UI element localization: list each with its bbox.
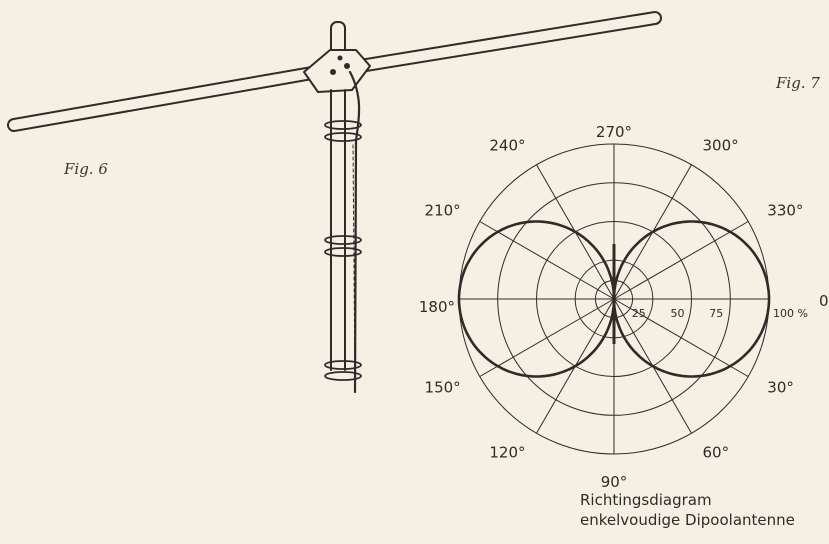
polar-spoke <box>479 221 615 300</box>
mast <box>330 89 346 371</box>
angle-label-30: 30° <box>767 379 794 397</box>
polar-spoke <box>613 298 749 377</box>
caption-line-1: Richtingsdiagram <box>580 491 712 509</box>
angle-label-90: 90° <box>601 473 628 491</box>
angle-label-300: 300° <box>703 137 739 155</box>
pattern-lobe-right <box>612 220 771 378</box>
angle-label-180: 180° <box>419 298 455 316</box>
diagram-caption: Richtingsdiagram enkelvoudige Dipoolante… <box>580 490 795 530</box>
radial-label-1: 50 <box>671 307 685 320</box>
radial-labels: 25 50 75 100 % <box>632 307 808 320</box>
angle-label-210: 210° <box>425 202 461 220</box>
fig6-label: Fig. 6 <box>64 160 108 178</box>
angle-labels: 0° 30° 60° 90° 120° 150° 180° 210° 240° 270° 300° 3… <box>419 123 829 491</box>
angle-label-150: 150° <box>425 379 461 397</box>
caption-line-2: enkelvoudige Dipoolantenne <box>580 511 795 529</box>
polar-spoke <box>613 221 749 300</box>
angle-label-330: 330° <box>767 202 803 220</box>
radial-label-0: 25 <box>632 307 646 320</box>
radiation-pattern <box>457 220 771 378</box>
angle-label-0: 0° <box>819 292 829 310</box>
radial-label-2: 75 <box>709 307 723 320</box>
angle-label-120: 120° <box>489 443 525 461</box>
angle-label-240: 240° <box>489 137 525 155</box>
polar-spoke <box>479 298 615 377</box>
angle-label-60: 60° <box>703 443 730 461</box>
radial-label-3: 100 % <box>773 307 808 320</box>
fig7-label: Fig. 7 <box>776 74 820 92</box>
pattern-lobe-left <box>457 220 616 378</box>
angle-label-270: 270° <box>596 123 632 141</box>
